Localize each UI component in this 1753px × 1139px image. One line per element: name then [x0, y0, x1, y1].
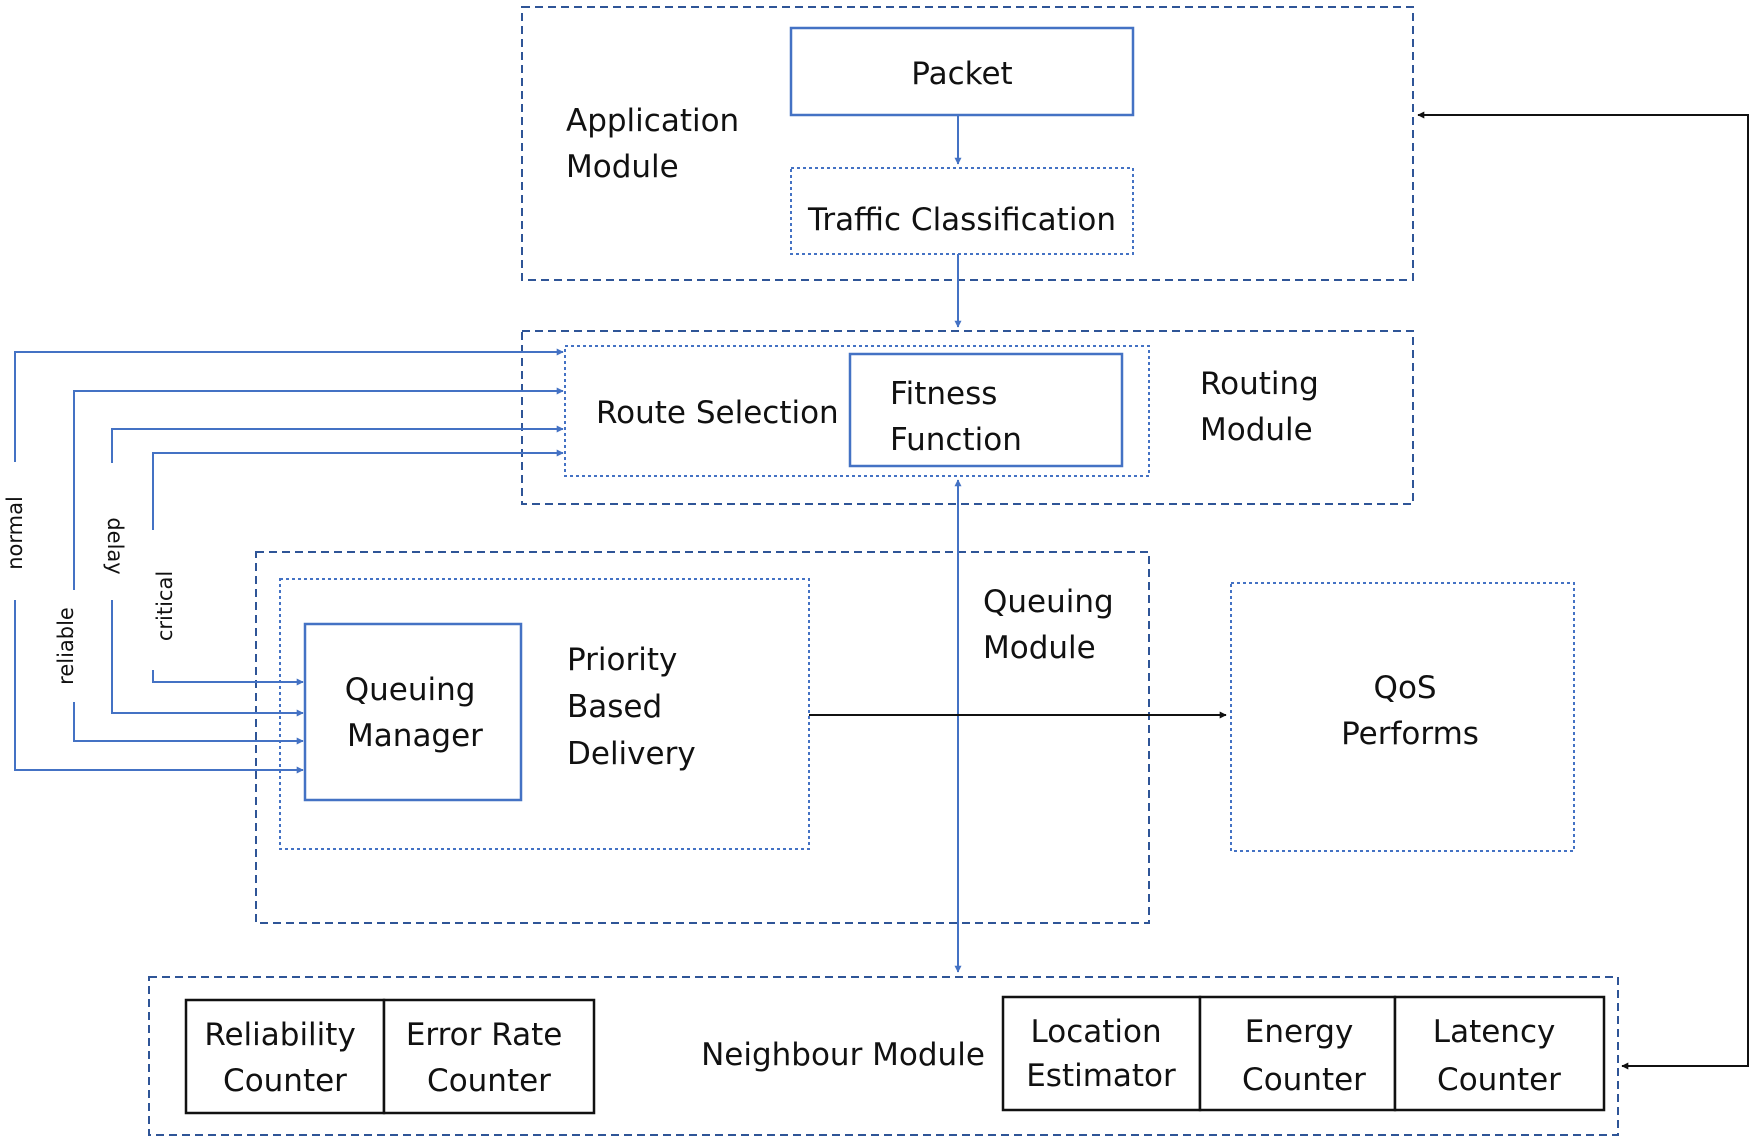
flow-normal-to-queuing-manager: [14, 600, 304, 774]
traffic-classification-box: [790, 167, 1134, 255]
energy-counter-box: [1198, 995, 1397, 1112]
flow-reliable-to-queuing-manager: [73, 702, 304, 745]
queuing-manager-label: Queuing Manager: [345, 672, 486, 754]
fitness-function-label: Fitness Function: [890, 376, 1022, 458]
label-reliable: reliable: [54, 607, 78, 685]
flow-delay-to-route-selection: [111, 425, 564, 463]
traffic-class-labels: normal reliable delay critical: [3, 496, 177, 685]
queuing-module: Queuing Module Priority Based Delivery Q…: [255, 551, 1150, 924]
packet-box: [789, 26, 1135, 117]
location-estimator-box: [1001, 995, 1202, 1112]
application-module-border: [521, 6, 1414, 281]
priority-delivery-label: Priority Based Delivery: [567, 642, 696, 772]
priority-delivery-box: [279, 578, 810, 850]
queuing-manager-box: [303, 622, 523, 802]
label-normal: normal: [3, 496, 27, 570]
label-delay: delay: [103, 517, 127, 574]
location-estimator-label: Location Estimator: [1026, 1014, 1176, 1094]
application-module-label: Application Module: [566, 103, 749, 185]
packet-label: Packet: [911, 56, 1012, 92]
queuing-module-label: Queuing Module: [983, 584, 1124, 666]
flow-normal-to-route-selection: [14, 348, 564, 462]
neighbour-module-label: Neighbour Module: [701, 1037, 985, 1073]
flow-reliable-to-route-selection: [73, 387, 564, 590]
reliability-counter-label: Reliability Counter: [204, 1017, 365, 1099]
error-rate-counter-label: Error Rate Counter: [406, 1017, 572, 1099]
routing-module-border: [521, 330, 1414, 505]
application-module: Application Module Packet Traffic Classi…: [521, 6, 1414, 281]
flow-critical-to-route-selection: [152, 449, 564, 530]
route-selection-label: Route Selection: [596, 395, 839, 431]
queuing-module-border: [255, 551, 1150, 924]
qos-module: QoS Performs: [1230, 582, 1575, 852]
fitness-function-box: [848, 352, 1124, 468]
flow-delay-to-queuing-manager: [111, 600, 304, 717]
connectors: [14, 111, 1749, 1070]
qos-label: QoS Performs: [1341, 670, 1479, 752]
error-rate-counter-box: [382, 998, 596, 1115]
flow-critical-to-queuing-manager: [152, 670, 304, 686]
arrow-feedback-loop: [1417, 111, 1749, 1070]
neighbour-module: Neighbour Module Reliability Counter Err…: [148, 976, 1619, 1136]
traffic-classification-label: Traffic Classification: [807, 202, 1116, 238]
energy-counter-label: Energy Counter: [1242, 1014, 1366, 1098]
route-selection-box: [564, 345, 1150, 477]
label-critical: critical: [153, 571, 177, 641]
routing-module-label: Routing Module: [1200, 366, 1329, 448]
routing-module: Routing Module Route Selection Fitness F…: [521, 330, 1414, 505]
